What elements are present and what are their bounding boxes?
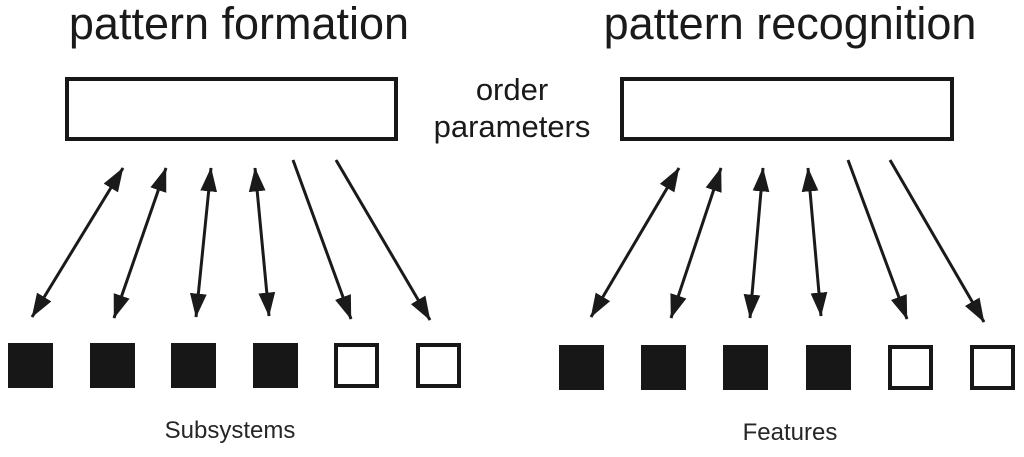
filled-square: [252, 343, 298, 388]
left-order-parameter-box: [65, 77, 398, 141]
features-row: [559, 345, 1015, 390]
bidirectional-arrow: [189, 167, 218, 318]
bidirectional-arrow: [589, 167, 681, 318]
features-label: Features: [742, 419, 838, 446]
bidirectional-arrow: [30, 167, 125, 318]
bidirectional-arrow: [248, 167, 276, 317]
order-parameters-label: order parameters: [433, 72, 591, 144]
outline-square: [969, 345, 1015, 390]
subsystems-label: Subsystems: [164, 417, 296, 444]
outline-square: [887, 345, 933, 390]
subsystems-row: [8, 343, 461, 388]
filled-square: [89, 343, 135, 388]
outline-square: [415, 343, 461, 388]
filled-square: [723, 345, 769, 390]
filled-square: [559, 345, 604, 390]
downward-arrow: [846, 159, 909, 320]
downward-arrow: [334, 159, 432, 321]
downward-arrow: [888, 159, 986, 323]
filled-square: [641, 345, 687, 390]
pattern-recognition-title: pattern recognition: [603, 0, 977, 49]
downward-arrow: [291, 159, 353, 320]
bidirectional-arrow: [669, 167, 723, 319]
filled-square: [8, 343, 53, 388]
right-order-parameter-box: [620, 77, 954, 141]
filled-square: [805, 345, 851, 390]
outline-square: [334, 343, 380, 388]
filled-square: [171, 343, 217, 388]
pattern-formation-title: pattern formation: [68, 0, 410, 49]
bidirectional-arrow: [743, 167, 770, 319]
bidirectional-arrow: [112, 167, 168, 319]
bidirectional-arrow: [801, 167, 828, 317]
